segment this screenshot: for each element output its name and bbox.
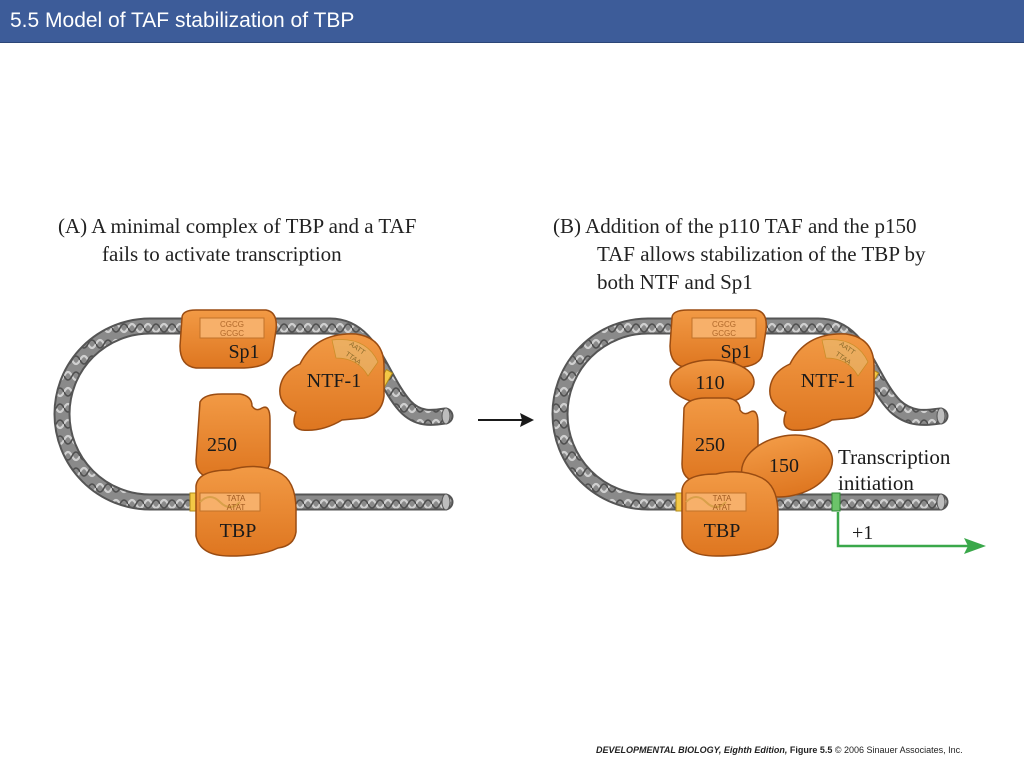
- panel-b-diagram: CGCG GCGC Sp1 AATT TTAA NTF-1 110 250 15…: [551, 309, 986, 557]
- panel-b-sp1-label: Sp1: [720, 341, 751, 363]
- panel-b-tbp-label: TBP: [704, 520, 741, 542]
- slide-title: 5.5 Model of TAF stabilization of TBP: [10, 9, 355, 32]
- panel-b-caption: (B) Addition of the p110 TAF and the p15…: [553, 212, 925, 296]
- panel-b-taf110-label: 110: [695, 372, 724, 394]
- panel-a-caption-line2: fails to activate transcription: [102, 242, 342, 266]
- panel-a-caption: (A) A minimal complex of TBP and a TAF f…: [58, 212, 416, 268]
- panel-a-taf250-label: 250: [207, 434, 237, 456]
- panel-b-tbp-protein: [681, 471, 779, 557]
- footer-figure-number: Figure 5.5: [789, 745, 833, 755]
- panel-a-gc-box-top: CGCG: [220, 320, 244, 329]
- panel-a-sp1-label: Sp1: [228, 341, 259, 363]
- start-site-label: +1: [852, 522, 873, 544]
- panel-b-tata-top: TATA: [713, 494, 732, 503]
- panel-a-gc-box-bottom: GCGC: [220, 329, 244, 338]
- panel-b-start-site-marker: [831, 492, 841, 512]
- transcription-label-line1: Transcription: [838, 445, 951, 469]
- panel-b-taf250-label: 250: [695, 434, 725, 456]
- start-site-arrow: [836, 512, 986, 554]
- transcription-label-line2: initiation: [838, 471, 914, 495]
- footer-book-title: DEVELOPMENTAL BIOLOGY, Eighth Edition,: [596, 745, 788, 755]
- panel-b-gc-box-top: CGCG: [712, 320, 736, 329]
- panel-a-tata-bottom: ATAT: [227, 503, 246, 512]
- panel-b-caption-line2: TAF allows stabilization of the TBP by: [597, 242, 926, 266]
- panel-a-diagram: CGCG GCGC Sp1 AATT TTAA NTF-1 250 TATA A…: [53, 309, 454, 557]
- panel-a-tata-top: TATA: [227, 494, 246, 503]
- panel-a-tbp-label: TBP: [220, 520, 257, 542]
- title-bar: 5.5 Model of TAF stabilization of TBP: [0, 0, 1024, 43]
- transition-arrow: [478, 413, 534, 427]
- panel-a-caption-line1: (A) A minimal complex of TBP and a TAF: [58, 214, 417, 238]
- panel-a-ntf1-label: NTF-1: [307, 370, 361, 392]
- footer-copyright: © 2006 Sinauer Associates, Inc.: [834, 745, 963, 755]
- panel-b-caption-line1: (B) Addition of the p110 TAF and the p15…: [553, 214, 917, 238]
- panel-b-taf150-label: 150: [769, 455, 799, 477]
- panel-b-tata-bottom: ATAT: [713, 503, 732, 512]
- panel-b-caption-line3: both NTF and Sp1: [597, 270, 753, 294]
- panel-b-ntf1-label: NTF-1: [801, 370, 855, 392]
- footer-credit: DEVELOPMENTAL BIOLOGY, Eighth Edition, F…: [596, 744, 990, 756]
- panel-b-gc-box-bottom: GCGC: [712, 329, 736, 338]
